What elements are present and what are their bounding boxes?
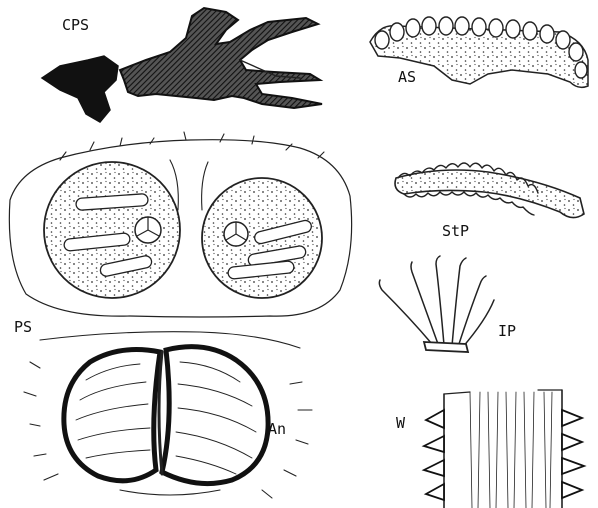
ps-figure: PS — [9, 132, 351, 336]
ps-center-ridge — [170, 160, 208, 210]
ip-bristle-3 — [436, 256, 444, 345]
w-fibers — [470, 392, 552, 508]
w-right-teeth — [562, 410, 584, 498]
ip-bristle-6 — [462, 300, 494, 348]
cps-left-lobe — [42, 56, 118, 122]
ip-figure: IP — [379, 256, 516, 352]
w-left-teeth — [424, 410, 444, 500]
an-label: An — [268, 420, 286, 438]
as-figure: AS — [370, 17, 588, 87]
ps-top-fringe — [60, 132, 324, 160]
cps-body — [120, 8, 322, 108]
ip-label: IP — [498, 322, 516, 340]
stp-figure: StP — [395, 163, 584, 240]
as-label: AS — [398, 68, 416, 86]
ps-left-nucleus — [135, 217, 161, 243]
stp-label: StP — [442, 222, 469, 240]
ip-base — [424, 342, 468, 352]
cps-figure: CPS — [42, 8, 322, 122]
stp-body — [395, 170, 584, 218]
w-label: W — [396, 414, 406, 432]
an-cleft — [159, 352, 162, 474]
ip-bristle-4 — [452, 258, 466, 346]
w-figure: W — [396, 390, 584, 508]
ip-bristle-2 — [411, 262, 438, 344]
ps-label: PS — [14, 318, 32, 336]
an-figure: An — [24, 332, 312, 498]
ip-bristle-1 — [379, 280, 432, 344]
ps-right-nucleus — [224, 222, 248, 246]
cps-label: CPS — [62, 16, 89, 34]
